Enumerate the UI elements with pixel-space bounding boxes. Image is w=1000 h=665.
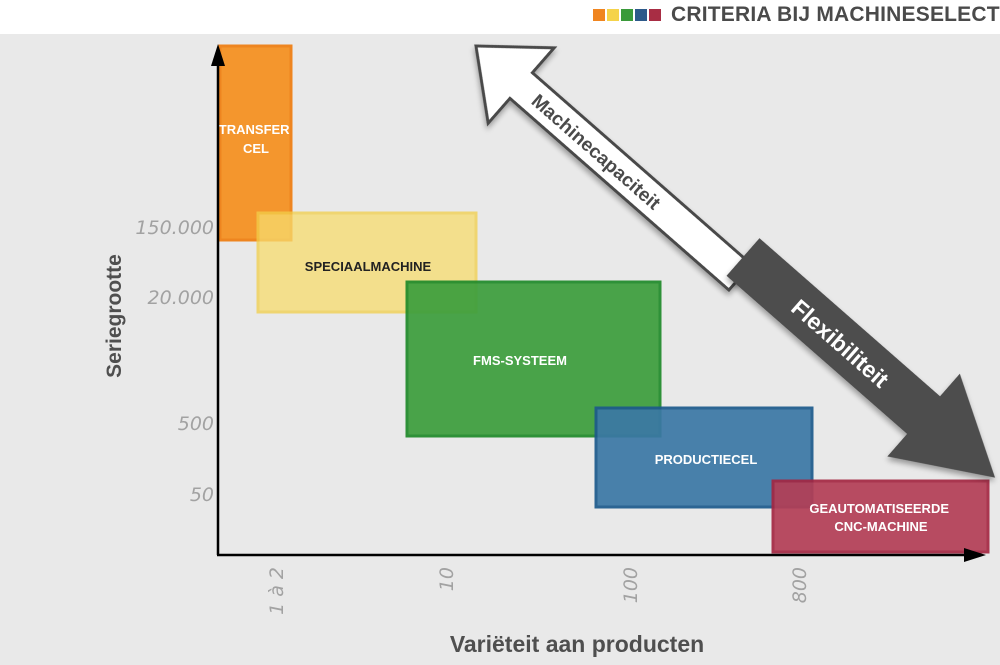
- y-axis-title: Seriegrootte: [103, 254, 126, 378]
- color-legend-squares: [593, 9, 661, 21]
- axes: [211, 44, 986, 562]
- machinecapaciteit-arrow: Machinecapaciteit: [474, 44, 754, 293]
- label-transfer-line1: TRANSFER: [219, 122, 290, 137]
- y-tick-label: 20.000: [148, 287, 214, 309]
- legend-square-green: [621, 9, 633, 21]
- label-cnc-machine: GEAUTOMATISEERDE CNC-MACHINE: [809, 501, 952, 534]
- label-transfer-line2: CEL: [243, 141, 269, 156]
- y-tick-label: 50: [190, 484, 214, 506]
- x-tick-label: 10: [436, 567, 458, 591]
- y-tick-label: 150.000: [135, 217, 214, 239]
- label-cnc-line1: GEAUTOMATISEERDE: [809, 501, 949, 516]
- box-labels: TRANSFER CEL SPECIAALMACHINE FMS-SYSTEEM…: [219, 122, 952, 534]
- label-speciaalmachine: SPECIAALMACHINE: [305, 259, 432, 274]
- x-tick-label: 800: [789, 567, 811, 603]
- legend-square-orange: [593, 9, 605, 21]
- x-axis-title: Variëteit aan producten: [450, 631, 704, 657]
- box-cnc-machine: [771, 479, 990, 554]
- label-cnc-line2: CNC-MACHINE: [834, 519, 927, 534]
- label-fms-systeem: FMS-SYSTEEM: [473, 353, 567, 368]
- x-axis-arrowhead: [964, 548, 986, 562]
- y-axis-arrowhead: [211, 44, 225, 66]
- label-productiecel: PRODUCTIECEL: [655, 452, 758, 467]
- x-tick-label: 1 à 2: [266, 567, 288, 615]
- y-tick-label: 500: [178, 413, 214, 435]
- header-bar: CRITERIA BIJ MACHINESELECTIE: [0, 0, 1000, 34]
- y-tick-labels: 150.000 20.000 500 50: [135, 217, 214, 506]
- legend-square-red: [649, 9, 661, 21]
- machine-boxes: [218, 44, 990, 554]
- machinecapaciteit-label: Machinecapaciteit: [527, 91, 664, 215]
- legend-square-blue: [635, 9, 647, 21]
- page-title: CRITERIA BIJ MACHINESELECTIE: [671, 3, 1000, 26]
- box-transfer-cel: [218, 44, 293, 242]
- x-tick-labels: 1 à 2 10 100 800: [266, 567, 811, 615]
- label-transfer-cel: TRANSFER CEL: [219, 122, 293, 156]
- x-tick-label: 100: [620, 567, 642, 603]
- flexibiliteit-arrow-shape: [726, 238, 996, 478]
- legend-square-yellow: [607, 9, 619, 21]
